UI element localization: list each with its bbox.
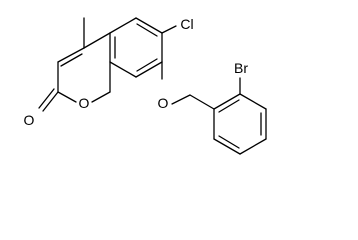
bond-c6-cl	[161, 25, 177, 34]
bond-c2-o-ring	[57, 91, 77, 103]
bond-c5-c6	[135, 17, 163, 34]
atom-label-ring-oxygen: O	[79, 95, 90, 111]
bond-b4-b5	[239, 138, 267, 155]
bond-c4a-c5	[109, 17, 137, 34]
molecule-diagram: O O O Cl Br	[24, 16, 267, 155]
bond-c4-c4a	[83, 32, 111, 49]
structure-drawing: O O O Cl Br	[24, 16, 267, 155]
atom-label-bromine: Br	[234, 60, 248, 76]
atom-labels: O O O Cl Br	[24, 16, 249, 128]
bond-c7-c8	[135, 61, 163, 78]
bonds	[38, 17, 267, 155]
atom-label-ether-oxygen: O	[158, 95, 169, 111]
bond-c5-c6-inner	[136, 23, 158, 37]
bond-c2-o-carbonyl	[42, 91, 59, 112]
bond-b1-b2	[213, 93, 241, 110]
bond-c4-c3	[57, 47, 85, 63]
bond-b5-b6-inner	[218, 135, 240, 149]
atom-label-carbonyl-oxygen: O	[24, 112, 35, 128]
bond-c7-c8-inner	[136, 58, 158, 72]
atom-label-chlorine: Cl	[180, 16, 193, 32]
bond-b2-b3	[239, 93, 267, 110]
bond-ch2-aryl	[189, 94, 215, 110]
bond-b1-b2-inner	[218, 99, 240, 113]
bond-ether-o-ch2	[171, 94, 191, 105]
bond-c8-c8a	[109, 61, 137, 78]
bond-c2-o-carbonyl-double	[38, 88, 55, 109]
bond-b5-b6	[213, 138, 241, 155]
bond-o-ring-c8a	[91, 91, 111, 103]
bond-c4-c3-inner	[60, 53, 83, 67]
